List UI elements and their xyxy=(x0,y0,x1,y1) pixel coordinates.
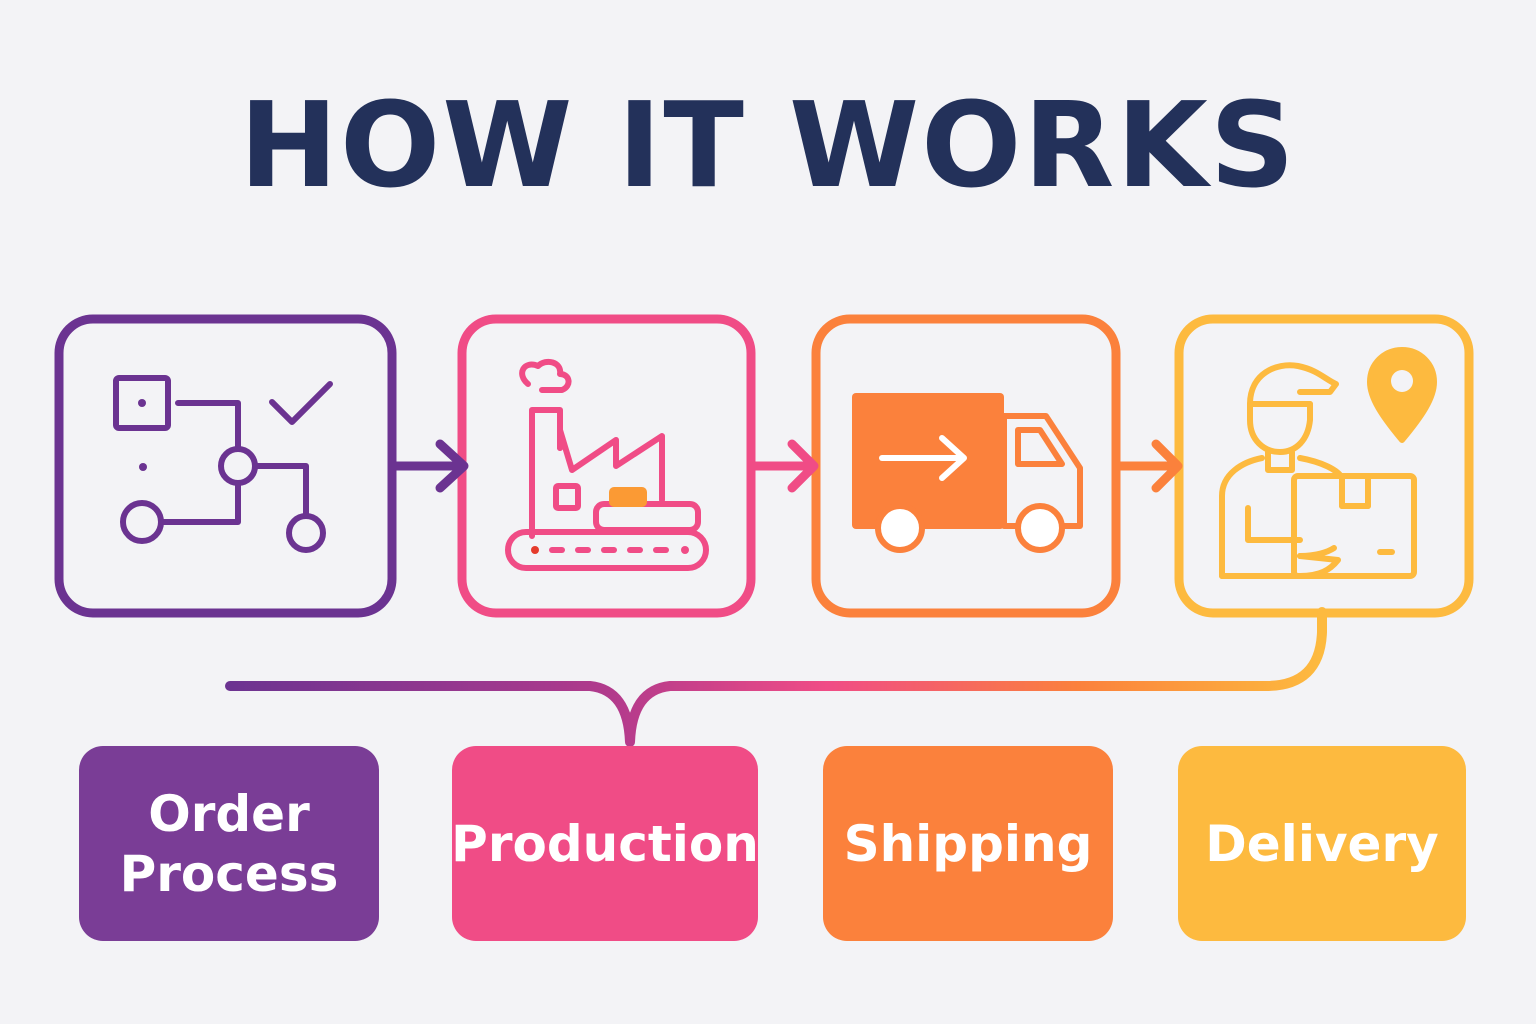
courier-package-location-icon xyxy=(1219,347,1437,579)
step-label-text: Shipping xyxy=(843,814,1093,873)
arrow-shipping-to-delivery xyxy=(1115,439,1183,493)
arrow-production-to-shipping xyxy=(750,439,819,493)
step-label-text: Order Process xyxy=(119,784,339,903)
step-label-delivery: Delivery xyxy=(1178,746,1466,941)
step-box-order xyxy=(54,314,397,618)
page-title: HOW IT WORKS xyxy=(239,76,1297,214)
arrow-order-to-production xyxy=(391,439,469,493)
factory-conveyor-icon xyxy=(505,358,709,571)
step-label-text: Production xyxy=(451,814,759,873)
step-label-text: Delivery xyxy=(1205,814,1439,873)
connector-path xyxy=(225,607,1327,747)
step-label-shipping: Shipping xyxy=(823,746,1113,941)
delivery-truck-icon xyxy=(852,393,1083,553)
step-label-order-process: Order Process xyxy=(79,746,379,941)
step-label-production: Production xyxy=(451,746,759,941)
workflow-checklist-icon xyxy=(113,375,333,553)
